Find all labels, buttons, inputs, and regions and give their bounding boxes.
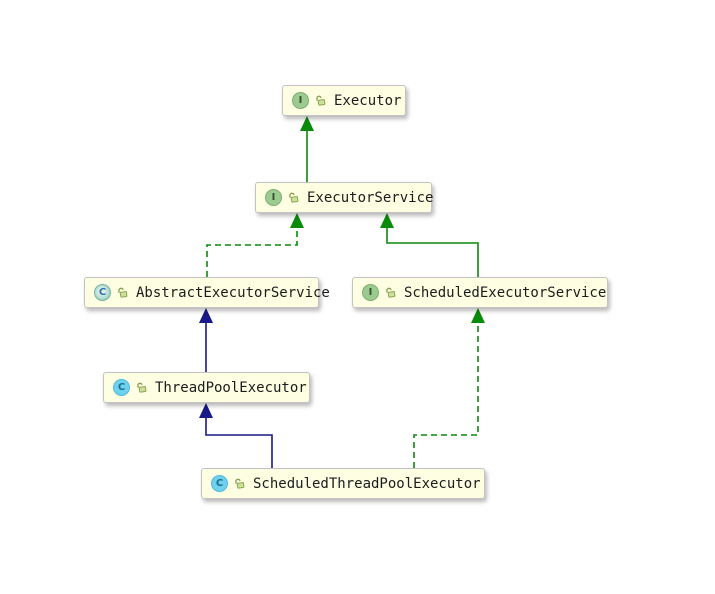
- node-label: ScheduledExecutorService: [404, 284, 607, 301]
- interface-icon: I: [265, 189, 282, 206]
- diagram-node-executorservice[interactable]: I ExecutorService: [255, 182, 434, 213]
- unlocked-icon: [233, 477, 245, 489]
- node-label: ThreadPoolExecutor: [155, 379, 307, 396]
- class-icon: C: [113, 379, 130, 396]
- edge-scheduledthreadpoolexecutor-extends-threadpoolexecutor: [199, 403, 273, 468]
- unlocked-icon: [384, 286, 396, 298]
- interface-icon: I: [362, 284, 379, 301]
- node-label: Executor: [334, 92, 402, 109]
- edge-scheduledexecutorservice-extends-executorservice: [380, 213, 479, 277]
- diagram-node-scheduledthreadpoolexecutor[interactable]: C ScheduledThreadPoolExecutor: [201, 468, 485, 499]
- diagram-node-threadpoolexecutor[interactable]: C ThreadPoolExecutor: [103, 372, 310, 403]
- node-label: ScheduledThreadPoolExecutor: [253, 475, 481, 492]
- unlocked-icon: [287, 191, 299, 203]
- interface-icon: I: [292, 92, 309, 109]
- edge-executorservice-extends-executor: [300, 116, 314, 182]
- edge-scheduledthreadpoolexecutor-implements-scheduledexecutorservice: [413, 308, 485, 468]
- unlocked-icon: [314, 94, 326, 106]
- edge-threadpoolexecutor-extends-abstractexecutorservice: [199, 308, 213, 372]
- unlocked-icon: [116, 286, 128, 298]
- diagram-node-abstractexecutorservice[interactable]: C AbstractExecutorService: [84, 277, 330, 308]
- unlocked-icon: [135, 381, 147, 393]
- diagram-node-executor[interactable]: I Executor: [282, 85, 406, 116]
- class-icon: C: [211, 475, 228, 492]
- diagram-node-scheduledexecutorservice[interactable]: I ScheduledExecutorService: [352, 277, 608, 308]
- edge-abstractexecutorservice-implements-executorservice: [206, 213, 304, 277]
- abstract-class-icon: C: [94, 284, 111, 301]
- node-label: ExecutorService: [307, 189, 434, 206]
- node-label: AbstractExecutorService: [136, 284, 330, 301]
